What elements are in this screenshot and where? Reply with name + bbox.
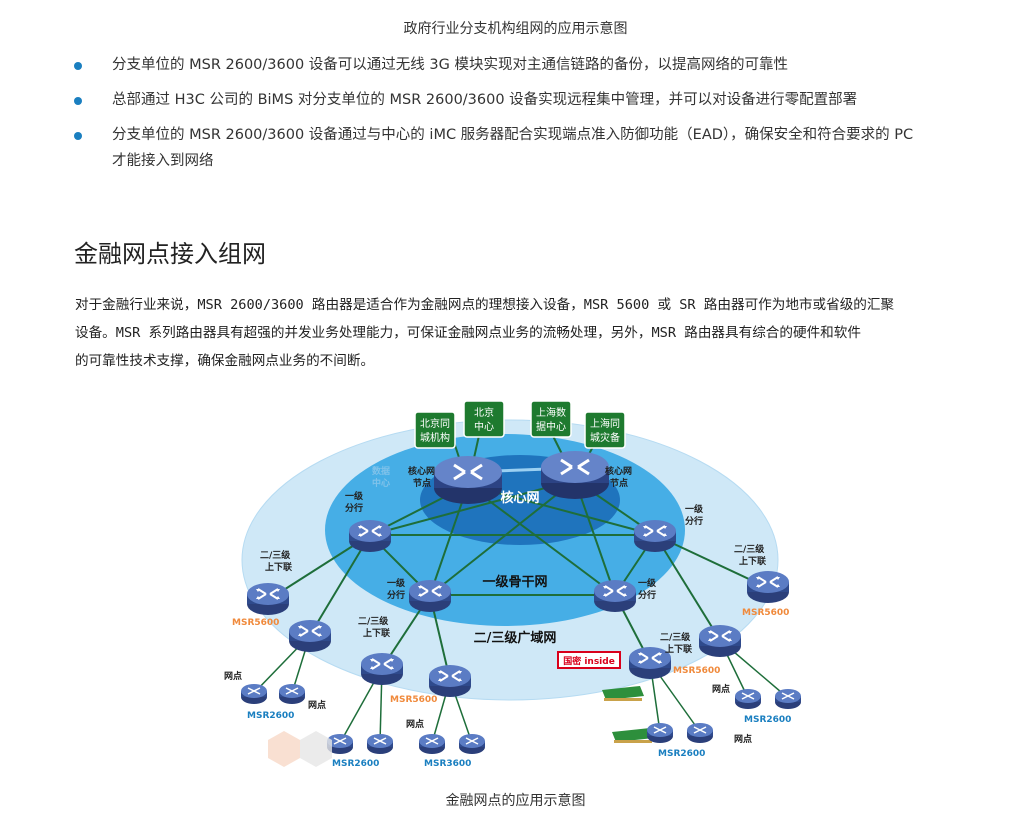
msr5600-label: MSR5600 — [742, 608, 789, 618]
bullet-list: 分支单位的 MSR 2600/3600 设备可以通过无线 3G 模块实现对主通信… — [70, 52, 970, 183]
msr5600-label: MSR5600 — [390, 695, 437, 705]
level23-uplink-label: 上下联 — [265, 561, 293, 573]
center-box-label: 据中心 — [536, 420, 566, 433]
top-caption: 政府行业分支机构组网的应用示意图 — [403, 21, 628, 37]
center-box-label: 城机构 — [420, 431, 450, 444]
site-label: 网点 — [406, 718, 424, 730]
access-router-icon — [278, 683, 306, 705]
bullet-text: 总部通过 H3C 公司的 BiMS 对分支单位的 MSR 2600/3600 设… — [112, 92, 858, 108]
level1-branch-label: 分行 — [345, 502, 363, 514]
msr5600-label: MSR5600 — [232, 618, 279, 628]
access-router-icon — [646, 722, 674, 744]
backbone-label: 一级骨干网 — [482, 574, 547, 590]
paragraph-line: 对于金融行业来说，MSR 2600/3600 路由器是适合作为金融网点的理想接入… — [75, 297, 895, 313]
center-box-label: 城灾备 — [590, 431, 620, 444]
router-icon — [348, 519, 392, 553]
level23-uplink-label: 上下联 — [665, 643, 693, 655]
core-node-label: 节点 — [413, 477, 431, 489]
access-router-icon — [734, 688, 762, 710]
router-icon — [246, 582, 290, 616]
level1-branch-label: 分行 — [685, 515, 703, 527]
site-label: 网点 — [308, 699, 326, 711]
faint-center-label: 中心 — [372, 477, 390, 489]
center-box: 北京同 城机构 — [414, 411, 456, 449]
line-card-icon — [612, 728, 654, 743]
line-card-icon — [602, 686, 644, 701]
router-icon — [360, 652, 404, 686]
center-box: 上海数 据中心 — [530, 400, 572, 438]
access-router-icon — [774, 688, 802, 710]
center-box-label: 北京 — [474, 406, 494, 419]
level1-branch-label: 一级 — [638, 577, 657, 589]
bullet-item: 分支单位的 MSR 2600/3600 设备可以通过无线 3G 模块实现对主通信… — [70, 52, 970, 78]
bottom-caption: 金融网点的应用示意图 — [445, 793, 586, 809]
section-paragraph: 对于金融行业来说，MSR 2600/3600 路由器是适合作为金融网点的理想接入… — [75, 291, 965, 375]
access-router-icon — [366, 733, 394, 755]
router-icon — [633, 519, 677, 553]
bullet-dot-icon — [74, 62, 82, 70]
core-node-label: 核心网 — [605, 465, 632, 477]
core-router-icon — [432, 454, 504, 506]
bullet-text-continued: 才能接入到网络 — [112, 153, 214, 169]
bullet-item: 总部通过 H3C 公司的 BiMS 对分支单位的 MSR 2600/3600 设… — [70, 87, 970, 113]
core-node-label: 节点 — [610, 477, 628, 489]
level23-uplink-label: 上下联 — [363, 627, 391, 639]
router-icon — [698, 624, 742, 658]
center-box-label: 北京同 — [420, 417, 450, 430]
site-label: 网点 — [734, 733, 752, 745]
bullet-dot-icon — [74, 132, 82, 140]
level23-uplink-label: 二/三级 — [734, 543, 765, 555]
wan-label: 二/三级广域网 — [474, 630, 557, 646]
center-box: 北京 中心 — [463, 400, 505, 438]
access-router-icon — [418, 733, 446, 755]
section-title: 金融网点接入组网 — [74, 240, 266, 268]
msr2600-label: MSR2600 — [247, 711, 294, 721]
msr2600-label: MSR2600 — [744, 715, 791, 725]
center-box-label: 上海同 — [590, 417, 620, 430]
core-router-icon — [539, 449, 611, 501]
msr5600-label: MSR5600 — [673, 666, 720, 676]
level23-uplink-label: 上下联 — [739, 555, 767, 567]
access-router-icon — [458, 733, 486, 755]
guomi-badge — [557, 651, 621, 669]
core-net-label: 核心网 — [500, 490, 539, 506]
paragraph-line: 设备。MSR 系列路由器具有超强的并发业务处理能力，可保证金融网点业务的流畅处理… — [75, 325, 861, 341]
bullet-item: 分支单位的 MSR 2600/3600 设备通过与中心的 iMC 服务器配合实现… — [70, 122, 970, 174]
level23-uplink-label: 二/三级 — [660, 631, 691, 643]
msr2600-label: MSR2600 — [332, 759, 379, 769]
paragraph-line: 的可靠性技术支撑，确保金融网点业务的不间断。 — [75, 353, 375, 369]
level23-uplink-label: 二/三级 — [260, 549, 291, 561]
level1-branch-label: 一级 — [345, 490, 364, 502]
site-label: 网点 — [224, 670, 242, 682]
level1-branch-label: 分行 — [638, 589, 656, 601]
faint-center-label: 数据 — [372, 465, 390, 477]
router-icon — [288, 619, 332, 653]
site-label: 网点 — [712, 683, 730, 695]
level1-branch-label: 一级 — [685, 503, 704, 515]
access-router-icon — [240, 683, 268, 705]
level1-branch-label: 一级 — [387, 577, 406, 589]
router-icon — [593, 579, 637, 613]
router-icon — [428, 664, 472, 698]
bullet-text: 分支单位的 MSR 2600/3600 设备通过与中心的 iMC 服务器配合实现… — [112, 127, 914, 143]
bullet-text: 分支单位的 MSR 2600/3600 设备可以通过无线 3G 模块实现对主通信… — [112, 57, 788, 73]
center-box-label: 中心 — [474, 420, 494, 433]
level1-branch-label: 分行 — [387, 589, 405, 601]
decorative-hexagon-icon — [268, 731, 332, 767]
center-box: 上海同 城灾备 — [584, 411, 626, 449]
guomi-badge-text: 国密 inside — [563, 655, 615, 667]
router-icon — [408, 579, 452, 613]
level23-uplink-label: 二/三级 — [358, 615, 389, 627]
msr3600-label: MSR3600 — [424, 759, 471, 769]
network-diagram: 北京同 城机构 北京 中心 上海数 据中心 上海同 城灾备 核心网 数据 中心 … — [224, 400, 802, 769]
core-node-label: 核心网 — [408, 465, 435, 477]
msr2600-label: MSR2600 — [658, 749, 705, 759]
center-box-label: 上海数 — [536, 406, 566, 419]
access-router-icon — [686, 722, 714, 744]
router-icon — [746, 570, 790, 604]
bullet-dot-icon — [74, 97, 82, 105]
